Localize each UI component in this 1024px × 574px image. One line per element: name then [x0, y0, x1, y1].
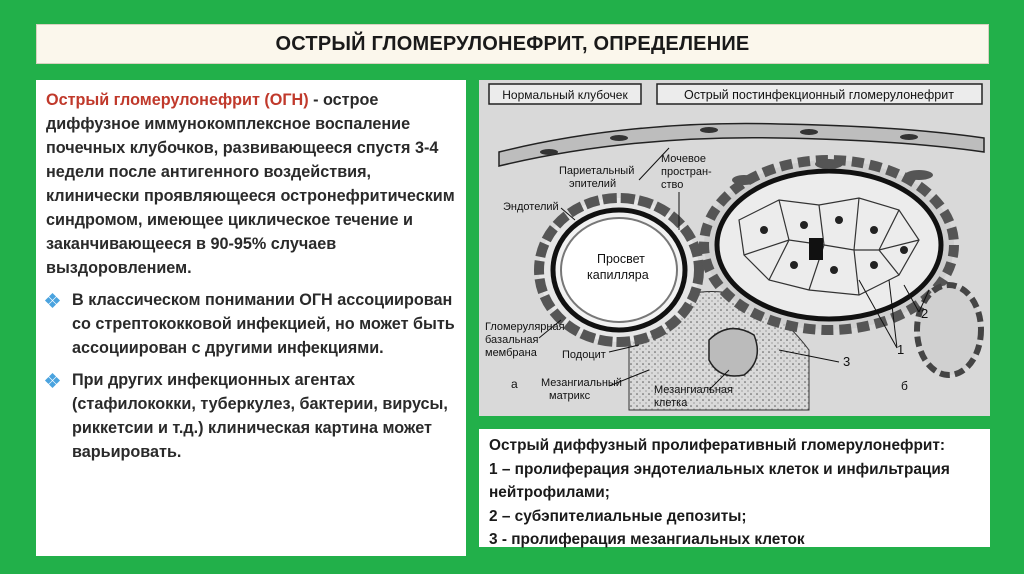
normal-capillary-loop: [534, 193, 704, 347]
label-parietal-2: эпителий: [569, 178, 616, 190]
definition-term: Острый гломерулонефрит (ОГН): [46, 91, 309, 109]
diamond-bullet-icon: [44, 372, 61, 389]
label-b: б: [901, 379, 908, 393]
definition-body: - острое диффузное иммунокомплексное вос…: [46, 91, 455, 277]
side-lobe: [914, 282, 984, 378]
caption-line-3: 3 - пролиферация мезангиальных клеток: [489, 531, 805, 548]
label-gbm-3: мембрана: [485, 347, 538, 359]
definition-text: Острый гломерулонефрит (ОГН) - острое ди…: [46, 88, 456, 280]
label-mesangial-cell: Мезангиальная: [654, 384, 733, 396]
label-podocyte: Подоцит: [562, 349, 606, 361]
caption-line-1: 1 – пролиферация эндотелиальных клеток и…: [489, 460, 950, 502]
glomerulus-diagram-panel: Нормальный клубочек Острый постинфекцион…: [479, 80, 990, 416]
slide-title: ОСТРЫЙ ГЛОМЕРУЛОНЕФРИТ, ОПРЕДЕЛЕНИЕ: [275, 32, 750, 55]
label-matrix-2: матрикс: [549, 390, 591, 402]
diamond-bullet-icon: [44, 292, 61, 309]
title-bar: ОСТРЫЙ ГЛОМЕРУЛОНЕФРИТ, ОПРЕДЕЛЕНИЕ: [36, 24, 989, 64]
label-endothelium: Эндотелий: [503, 201, 559, 213]
parietal-epithelium-band: [498, 122, 985, 167]
label-matrix: Мезангиальный: [541, 377, 622, 389]
label-parietal: Париетальный: [559, 165, 634, 177]
label-post-infectious: Острый постинфекционный гломерулонефрит: [684, 88, 954, 102]
label-gbm: Гломерулярная: [485, 321, 565, 333]
podocyte: [708, 327, 759, 377]
proliferative-capillary: [699, 155, 959, 335]
label-a: а: [511, 377, 518, 391]
caption-panel: Острый диффузный пролиферативный гломеру…: [479, 429, 990, 548]
label-num-2: 2: [921, 306, 928, 321]
label-urinary-space-2: простран-: [661, 166, 712, 178]
label-num-3: 3: [843, 354, 850, 369]
glomerulus-diagram: Нормальный клубочек Острый постинфекцион…: [479, 80, 990, 416]
label-normal-glomerulus: Нормальный клубочек: [502, 88, 628, 102]
label-gbm-2: базальная: [485, 334, 539, 346]
bullet-item: При других инфекционных агентах (стафило…: [44, 368, 456, 464]
leader-lines: [538, 147, 930, 391]
label-urinary-space: Мочевое: [661, 153, 706, 165]
label-num-1: 1: [897, 342, 904, 357]
definition-panel: Острый гломерулонефрит (ОГН) - острое ди…: [36, 80, 466, 556]
label-mesangial-cell-2: клетка: [654, 397, 688, 409]
bullet-text: В классическом понимании ОГН ассоциирова…: [72, 291, 455, 357]
label-lumen: Просвет: [597, 252, 645, 266]
label-urinary-space-3: ство: [661, 179, 683, 191]
bullet-text: При других инфекционных агентах (стафило…: [72, 371, 448, 461]
label-lumen-2: капилляра: [587, 268, 649, 282]
caption-line-2: 2 – субэпителиальные депозиты;: [489, 507, 747, 525]
caption-title: Острый диффузный пролиферативный гломеру…: [489, 437, 945, 454]
bullet-item: В классическом понимании ОГН ассоциирова…: [44, 288, 456, 360]
